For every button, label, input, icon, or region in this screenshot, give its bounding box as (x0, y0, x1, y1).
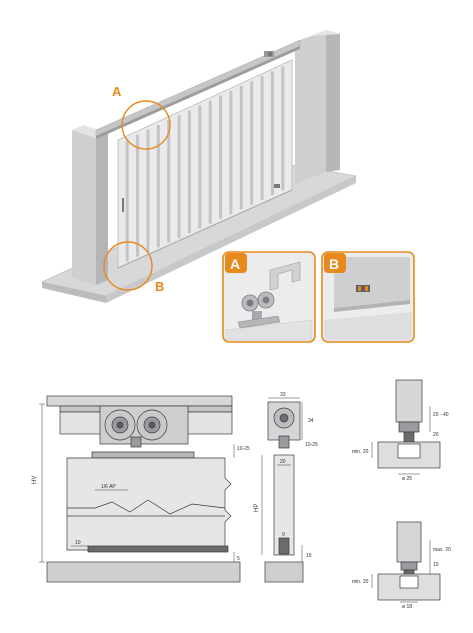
detail-a-bracket (252, 311, 262, 321)
detail-a-box: A (222, 251, 316, 343)
section-dim-15: 15 (306, 553, 312, 559)
gate-slats (125, 66, 285, 262)
isometric-gate-illustration: A B (40, 30, 358, 303)
top-dim-20-40: 20 - 40 (433, 412, 449, 418)
front-dim-10: 10 (75, 540, 81, 546)
left-post-side (96, 133, 108, 285)
detail-top-drawing (371, 379, 441, 475)
bottom-guide (274, 184, 280, 188)
callout-a-label: A (112, 84, 122, 99)
section-dim-33: 33 (280, 392, 286, 398)
section-dim-34: 34 (308, 418, 314, 424)
right-post-front (295, 30, 326, 184)
front-dim-10-25: 10-25 (237, 446, 250, 452)
callout-b-label: B (155, 279, 164, 294)
section-dim-20: 20 (280, 459, 286, 465)
section-dim-10-25: 10-25 (305, 442, 318, 448)
gate-handle (122, 198, 124, 212)
bottom-min-20: min. 20 (352, 579, 369, 585)
detail-b-box: B (321, 251, 415, 343)
detail-b-post-face (334, 300, 410, 312)
bottom-dim-10: 10 (433, 562, 439, 568)
bottom-max-20: max. 20 (433, 547, 451, 553)
callout-a-circle (121, 100, 171, 150)
detail-bottom-drawing (371, 521, 441, 603)
front-dim-5: 5 (237, 556, 240, 562)
bottom-dia-18: ø 18 (402, 604, 412, 610)
detail-a-rail (269, 261, 301, 291)
front-hv-label: HV (32, 476, 38, 484)
right-post-top (295, 30, 340, 42)
callout-b-circle (103, 241, 153, 291)
top-rail-face (96, 46, 300, 139)
section-door-profile (273, 454, 295, 556)
ground-slab-front (106, 176, 356, 303)
front-elevation-drawing (39, 395, 241, 583)
side-section-drawing (261, 397, 304, 583)
front-dim-1-6-ap: 1/6 AP (101, 484, 116, 490)
section-hp-label: HP (254, 504, 260, 512)
detail-a-plate (237, 315, 281, 329)
detail-b-post (334, 257, 410, 308)
detail-a-tag: A (230, 256, 240, 272)
detail-b-guide-roller (356, 285, 370, 292)
front-door-panel (66, 457, 232, 551)
section-dim-9: 9 (282, 532, 285, 538)
top-dim-20: 20 (433, 432, 439, 438)
ground-slab-side (42, 282, 106, 303)
top-min-20: min. 20 (352, 449, 369, 455)
top-dia-25: ø 25 (402, 476, 412, 482)
gate-bottom-edge (117, 189, 293, 269)
right-post-side (326, 30, 340, 172)
top-carriage-wheel (267, 51, 273, 57)
left-post-front (72, 130, 96, 285)
detail-b-tag: B (329, 256, 339, 272)
